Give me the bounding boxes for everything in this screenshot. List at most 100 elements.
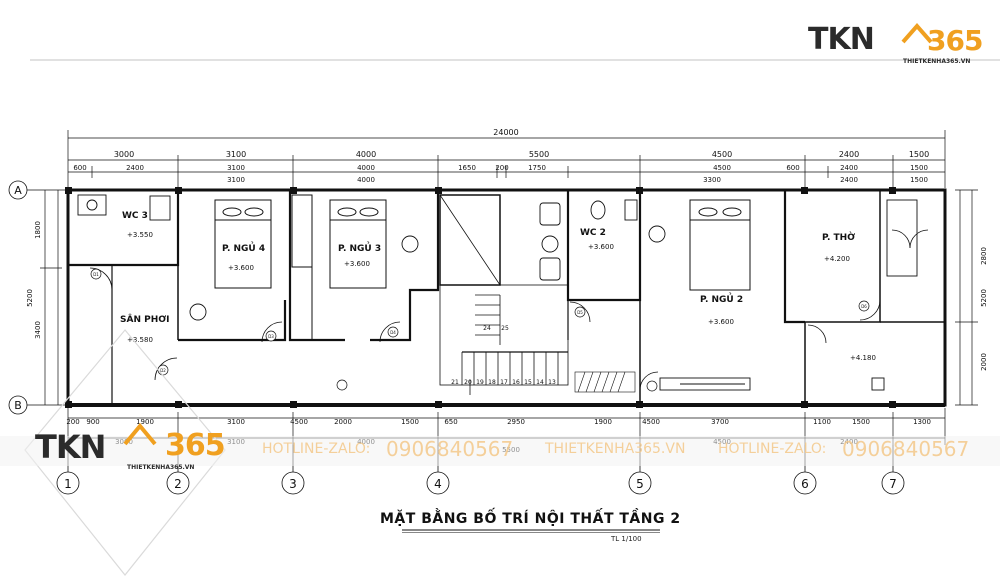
dim-bot-1: 200 — [66, 418, 79, 426]
grid-col-1: 1 — [64, 477, 72, 491]
dim-top2-1: 600 — [73, 164, 86, 172]
staircase — [439, 284, 569, 395]
dim-left-3: 5200 — [26, 289, 34, 307]
dim-top2-5: 1650 — [458, 164, 476, 172]
logo-bottom-left: TKN 365 THIETKENHA365.VN — [35, 420, 255, 475]
beds — [214, 199, 751, 291]
watermark-diamond — [24, 329, 226, 576]
dim-top3-1: 3100 — [227, 176, 245, 184]
interior-walls — [68, 190, 945, 405]
logo-website: THIETKENHA365.VN — [903, 58, 971, 65]
watermark-phone-2: 0906840567 — [842, 437, 970, 461]
dim-bot-11: 4500 — [642, 418, 660, 426]
watermark-website: THIETKENHA365.VN — [545, 441, 686, 457]
dim-bot-8: 650 — [444, 418, 457, 426]
door-tag-3: D3 — [268, 334, 274, 339]
stair-num-13: 13 — [548, 379, 556, 386]
room-altar-level: +4.200 — [824, 255, 850, 263]
dim-top-1: 3000 — [114, 150, 134, 159]
title-underline — [402, 529, 660, 533]
dim-right-2: 5200 — [980, 289, 988, 307]
grid-rows — [8, 180, 68, 415]
dim-top3-5: 1500 — [910, 176, 928, 184]
dim-bot-9: 2950 — [507, 418, 525, 426]
stair-num-15: 15 — [524, 379, 532, 386]
dim-top-4: 5500 — [529, 150, 549, 159]
room-wc2-level: +3.600 — [588, 243, 614, 251]
furniture — [77, 194, 918, 391]
logo-main-text: TKN — [808, 22, 875, 57]
dim-top2-6: 200 — [495, 164, 508, 172]
logo-house-icon-2 — [123, 422, 157, 446]
dim-top2-8: 4500 — [713, 164, 731, 172]
outer-walls — [66, 188, 947, 407]
columns — [65, 187, 896, 408]
room-wc3: WC 3 — [122, 211, 148, 221]
dim-bot-6: 2000 — [334, 418, 352, 426]
logo-house-icon — [901, 22, 933, 44]
stair-num-21: 21 — [451, 379, 459, 386]
stair-num-17: 17 — [500, 379, 508, 386]
stair-num-25: 25 — [501, 325, 509, 332]
watermark-text: HOTLINE-ZALO: 0906840567 THIETKENHA365.V… — [0, 436, 1000, 466]
dim-top2-2: 2400 — [126, 164, 144, 172]
dim-bot-10: 1900 — [594, 418, 612, 426]
total-dimension: 24000 — [493, 128, 518, 137]
stair-num-19: 19 — [476, 379, 484, 386]
room-bed3-level: +3.600 — [344, 260, 370, 268]
door-tag-5: D5 — [577, 310, 583, 315]
logo-number: 365 — [927, 24, 983, 57]
watermark-band — [0, 436, 1000, 466]
hatch-rail — [574, 371, 636, 393]
room-bed2: P. NGỦ 2 — [700, 292, 743, 305]
room-altar: P. THỜ — [822, 231, 855, 243]
dim-top-7: 1500 — [909, 150, 929, 159]
dim-bot-5: 4500 — [290, 418, 308, 426]
room-bed3: P. NGỦ 3 — [338, 241, 381, 254]
door-tag-6: D6 — [861, 304, 867, 309]
dim-top3-3: 3300 — [703, 176, 721, 184]
dim-top-5: 4500 — [712, 150, 732, 159]
dim-top2-4: 4000 — [357, 164, 375, 172]
dim-bot-14: 1500 — [852, 418, 870, 426]
dim-top2-10: 2400 — [840, 164, 858, 172]
right-dimensions — [955, 189, 978, 406]
room-drying-yard: SÂN PHƠI — [120, 313, 169, 325]
dim-top2-7: 1750 — [528, 164, 546, 172]
room-bed4-level: +3.600 — [228, 264, 254, 272]
door-tag-4: D4 — [390, 330, 396, 335]
room-labels: WC 3 +3.550 P. NGỦ 4 +3.600 P. NGỦ 3 +3.… — [120, 211, 876, 362]
dim-left-2: 3400 — [34, 321, 42, 339]
watermark-hotline-1: HOTLINE-ZALO: — [262, 441, 371, 457]
dim-bot-13: 1100 — [813, 418, 831, 426]
room-drying-yard-level: +3.580 — [127, 336, 153, 344]
room-wc2: WC 2 — [580, 228, 606, 238]
door-swings — [89, 229, 929, 391]
dim-top-2: 3100 — [226, 150, 246, 159]
stair-num-24: 24 — [483, 325, 491, 332]
drawing-title: MẶT BẰNG BỐ TRÍ NỘI THẤT TẦNG 2 — [380, 511, 681, 527]
watermark-hotline-2: HOTLINE-ZALO: — [718, 441, 827, 457]
grid-row-b: B — [14, 399, 22, 412]
grid-col-2: 2 — [174, 477, 182, 491]
door-tag-circles — [90, 268, 870, 392]
dim-bot-4: 3100 — [227, 418, 245, 426]
grid-col-4: 4 — [434, 477, 442, 491]
grid-col-7: 7 — [889, 477, 897, 491]
drawing-scale: TL 1/100 — [611, 535, 642, 543]
top-dimensions — [67, 130, 946, 188]
stair-num-16: 16 — [512, 379, 520, 386]
stair-num-14: 14 — [536, 379, 544, 386]
dim-bot-2: 900 — [86, 418, 99, 426]
dim-top3-2: 4000 — [357, 176, 375, 184]
logo-website-2: THIETKENHA365.VN — [127, 464, 195, 471]
dim-left-1: 1800 — [34, 221, 42, 239]
dim-top2-3: 3100 — [227, 164, 245, 172]
dim-bot-7: 1500 — [401, 418, 419, 426]
dim-bot-12: 3700 — [711, 418, 729, 426]
stair-num-20: 20 — [464, 379, 472, 386]
stair-num-18: 18 — [488, 379, 496, 386]
dim-top-3: 4000 — [356, 150, 376, 159]
room-bed2-level: +3.600 — [708, 318, 734, 326]
